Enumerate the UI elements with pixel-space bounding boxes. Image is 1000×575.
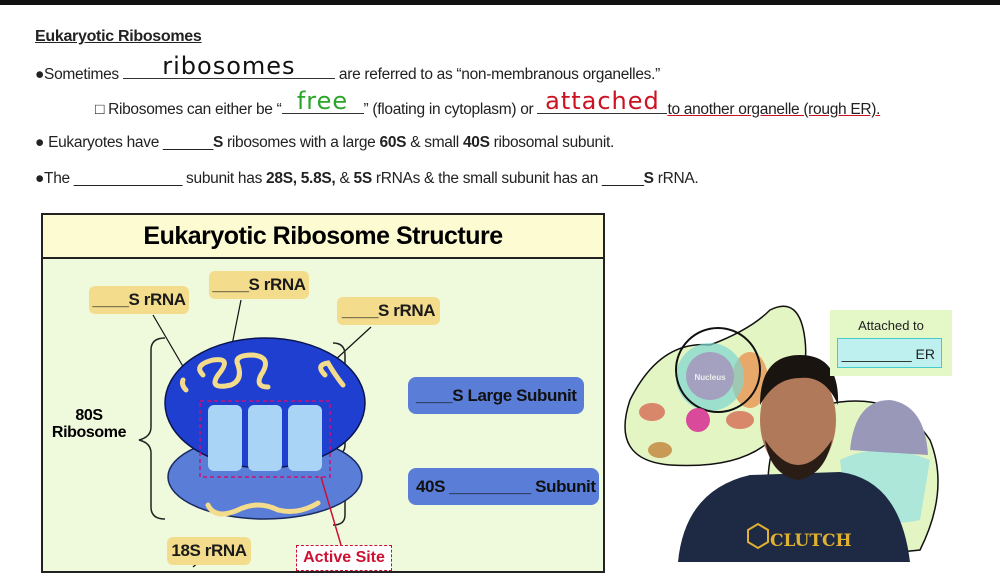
trna-slot-3 (288, 405, 322, 471)
ribosome-word: Ribosome (51, 424, 127, 441)
line3-60s: 60S (379, 134, 407, 151)
diagram-title: Eukaryotic Ribosome Structure (43, 215, 603, 259)
trna-slot-2 (248, 405, 282, 471)
shirt-logo: CLUTCH (770, 531, 852, 551)
notes-title: Eukaryotic Ribosomes (35, 28, 202, 45)
blank-ribosomes: ribosomes (122, 52, 335, 80)
rrna-label-1: ____S rRNA (89, 286, 189, 314)
active-site-outline (199, 400, 331, 478)
handwritten-ribosomes: ribosomes (162, 52, 296, 80)
line1-prefix: ●Sometimes (35, 66, 119, 83)
handwritten-free: free (296, 87, 349, 115)
line4-s: S (643, 170, 654, 187)
blank-attached: attached (537, 87, 668, 115)
ribosome-illustration (138, 299, 372, 568)
video-top-bar (0, 0, 1000, 5)
line4-mid2: rRNAs & the small subunit has an _____ (375, 170, 644, 187)
handwritten-attached: attached (545, 87, 660, 115)
ribosome-diagram: Eukaryotic Ribosome Structure ____S rRNA… (41, 213, 605, 573)
line3-mid2: & small (410, 134, 459, 151)
zoom-circle (675, 327, 761, 413)
trna-slot-1 (208, 405, 242, 471)
presenter-video (678, 355, 910, 562)
rrna-label-2: ____S rRNA (209, 271, 309, 299)
line2-suffix: to another organelle (rough ER). (667, 101, 881, 118)
line1-suffix: are referred to as “non-membranous organ… (338, 66, 660, 83)
notes-line-4: ●The _____________ subunit has 28S, 5.8S… (35, 170, 699, 188)
line2-middle: ” (floating in cytoplasm) or (363, 101, 534, 118)
clutch-logo-icon (747, 522, 769, 550)
line4-suffix: rRNA. (657, 170, 699, 187)
line4-mid1: & (339, 170, 350, 187)
brace-80s (138, 337, 166, 520)
line4-28s: 28S, 5.8S, (266, 170, 336, 187)
line3-40s: 40S (462, 134, 490, 151)
line2-prefix: □ Ribosomes can either be “ (95, 101, 282, 118)
line3-mid1: ribosomes with a large (227, 134, 376, 151)
small-subunit-label: 40S _________ Subunit (408, 468, 599, 505)
notes-line-3: ● Eukaryotes have ______S ribosomes with… (35, 134, 614, 152)
rrna-strands (179, 352, 346, 517)
blank-free: free (281, 87, 364, 115)
attached-er-blank: _________ ER (837, 338, 942, 368)
attached-to-box: Attached to _________ ER (830, 310, 952, 376)
line4-prefix: ●The _____________ subunit has (35, 170, 263, 187)
line3-suffix: ribosomal subunit. (493, 134, 615, 151)
80s-label: 80S (75, 407, 103, 424)
line3-prefix: ● Eukaryotes have ______ (35, 134, 213, 151)
cell-illustration: Nucleus CLUTCH (624, 305, 939, 562)
18s-rrna-label: 18S rRNA (167, 537, 251, 565)
attached-to-label: Attached to (858, 318, 924, 333)
nucleus (686, 352, 734, 400)
notes-line-2: □ Ribosomes can either be “ free ” (floati… (95, 87, 881, 119)
active-site-label: Active Site (296, 545, 392, 571)
80s-ribosome-label: 80S Ribosome (47, 407, 131, 441)
line4-5s: 5S (353, 170, 373, 187)
rrna-label-3: ____S rRNA (337, 297, 440, 325)
notes-line-1: ●Sometimes ribosomes are referred to as … (35, 52, 660, 84)
large-subunit-label: ____S Large Subunit (408, 377, 584, 414)
nucleus-label: Nucleus (694, 373, 726, 382)
line3-s: S (212, 134, 223, 151)
